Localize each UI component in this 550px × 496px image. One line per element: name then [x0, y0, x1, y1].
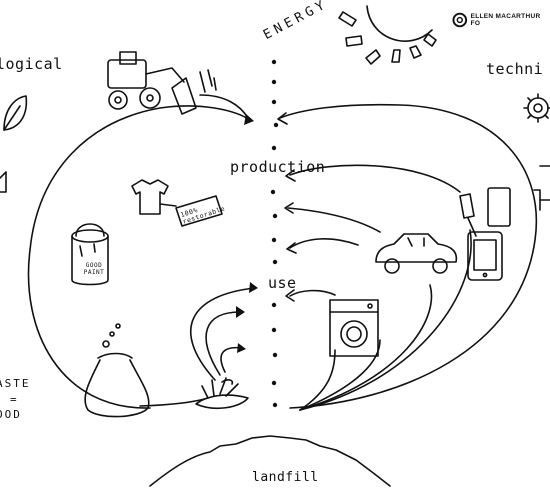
landfill-label: landfill [252, 470, 319, 485]
tech-return-use [289, 289, 336, 297]
bio-loop-1 [189, 287, 256, 381]
biological-cycle-label: logical [0, 55, 63, 73]
tech-loop-car [299, 284, 433, 411]
production-label: production [230, 158, 326, 176]
tag-outline [175, 195, 223, 227]
center-dotted-divider [270, 59, 279, 408]
tech-return-inner2 [289, 238, 359, 249]
tech-return-production-arrow [285, 169, 296, 182]
phone-icon [467, 231, 503, 281]
paint-can-label: GOOD PAINT [83, 262, 105, 276]
leaf-icon [3, 95, 28, 131]
tech-loop-washer [299, 339, 381, 411]
circle-logo-icon [452, 12, 468, 28]
tech-return-inner1 [287, 207, 381, 233]
tractor-icon [107, 51, 217, 115]
food-label: OOD [0, 408, 22, 421]
tshirt-icon [131, 179, 223, 227]
tech-loop-phone [299, 229, 472, 411]
sun-icon [338, 5, 437, 65]
technical-cycle-loop [279, 103, 538, 409]
spatula-icon [459, 193, 477, 237]
tech-return-use-arrow [285, 289, 295, 302]
bio-loop-2-arrow [236, 306, 245, 318]
sack-icon [84, 323, 150, 418]
paint-can-icon [71, 223, 109, 286]
biological-cycle-loop [27, 105, 251, 409]
equals-label: = [10, 393, 18, 406]
tech-return-inner1-arrow [284, 202, 294, 214]
jar-icon [0, 171, 7, 193]
bio-loop-3-arrow [237, 343, 246, 353]
plant-sprout-icon [195, 377, 249, 410]
tablet-icon [487, 187, 511, 227]
tech-return-inner2-arrow [286, 242, 297, 254]
bench-icon [533, 165, 550, 211]
car-icon [375, 233, 458, 274]
landfill-mound-icon [149, 435, 391, 487]
brand-name: ELLEN MACARTHUR FO [470, 13, 541, 27]
tractor-to-production [199, 94, 249, 119]
brand-logo: ELLEN MACARTHUR FO [452, 12, 550, 28]
bio-loop-1-arrow [249, 282, 258, 293]
waste-label: ASTE [0, 377, 31, 390]
use-label: use [268, 274, 297, 292]
gear-icon [523, 93, 550, 123]
technical-cycle-label: techni [486, 60, 544, 78]
washing-machine-icon [329, 299, 379, 357]
technical-arrowhead-top [277, 112, 288, 125]
bio-loop-2 [205, 311, 241, 376]
tech-return-production [289, 164, 461, 193]
